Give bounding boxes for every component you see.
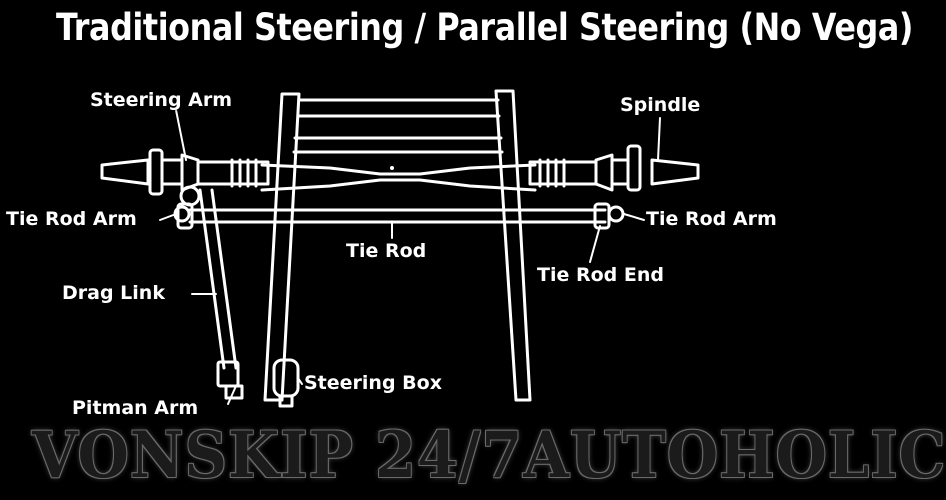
cross-members (292, 98, 504, 154)
right-hub-flange (626, 144, 642, 192)
label-tie-rod-arm-left: Tie Rod Arm (6, 208, 137, 230)
leader-spindle (657, 117, 661, 161)
right-spring-perch (528, 160, 598, 186)
right-wheel-assembly (528, 144, 700, 223)
label-spindle: Spindle (620, 94, 701, 116)
right-spring-coils (538, 158, 566, 188)
tie-rod-bar (188, 208, 607, 224)
leader-lines (159, 109, 661, 405)
right-tie-rod-arm-joint (607, 205, 625, 223)
label-tie-rod-end: Tie Rod End (537, 264, 664, 286)
label-steering-box: Steering Box (304, 372, 442, 394)
diagram-canvas: Traditional Steering / Parallel Steering… (6, 6, 946, 493)
right-kingpin-boss (594, 153, 614, 192)
left-steering-arm-knuckle (179, 185, 201, 207)
left-wheel-assembly (100, 148, 270, 223)
front-axle (260, 163, 537, 192)
label-pitman-arm: Pitman Arm (72, 397, 199, 419)
leader-tie-rod-arm-left (159, 213, 177, 221)
left-hub (160, 158, 184, 186)
axle-beam (260, 163, 537, 192)
frame-rail-left (263, 92, 301, 402)
right-spindle-stub (650, 158, 700, 186)
label-tie-rod: Tie Rod (346, 240, 427, 262)
left-spring-coils (230, 158, 258, 188)
crossmember-middle (292, 136, 504, 154)
right-hub (610, 158, 630, 186)
leader-steering-arm (175, 109, 187, 161)
frame-rails (263, 89, 532, 402)
steering-diagram (100, 89, 700, 408)
label-steering-arm: Steering Arm (90, 89, 233, 111)
left-spindle-stub (100, 158, 150, 186)
leader-tie-rod-end (589, 225, 601, 263)
diagram-title: Traditional Steering / Parallel Steering… (56, 6, 914, 49)
crossmember-top (296, 98, 501, 118)
tie-rod-assembly (176, 202, 611, 230)
watermark: VONSKIP 24/7AUTOHOLIC (32, 418, 946, 493)
drag-link-assembly (198, 188, 244, 400)
left-spring-perch (196, 160, 270, 186)
drag-link-bar (198, 188, 238, 370)
tie-rod-end-right (593, 202, 611, 230)
steering-box-shaft (278, 394, 294, 408)
label-tie-rod-arm-right: Tie Rod Arm (646, 208, 777, 230)
left-hub-flange (148, 148, 164, 196)
leader-pitman-arm (227, 385, 237, 405)
frame-rail-right (494, 89, 532, 402)
steering-box-body (272, 358, 300, 398)
leader-tie-rod-arm-right (623, 213, 645, 221)
left-kingpin-boss (180, 153, 200, 192)
label-drag-link: Drag Link (62, 282, 165, 304)
axle-center-mark (390, 166, 394, 170)
leader-steering-box (297, 377, 303, 385)
